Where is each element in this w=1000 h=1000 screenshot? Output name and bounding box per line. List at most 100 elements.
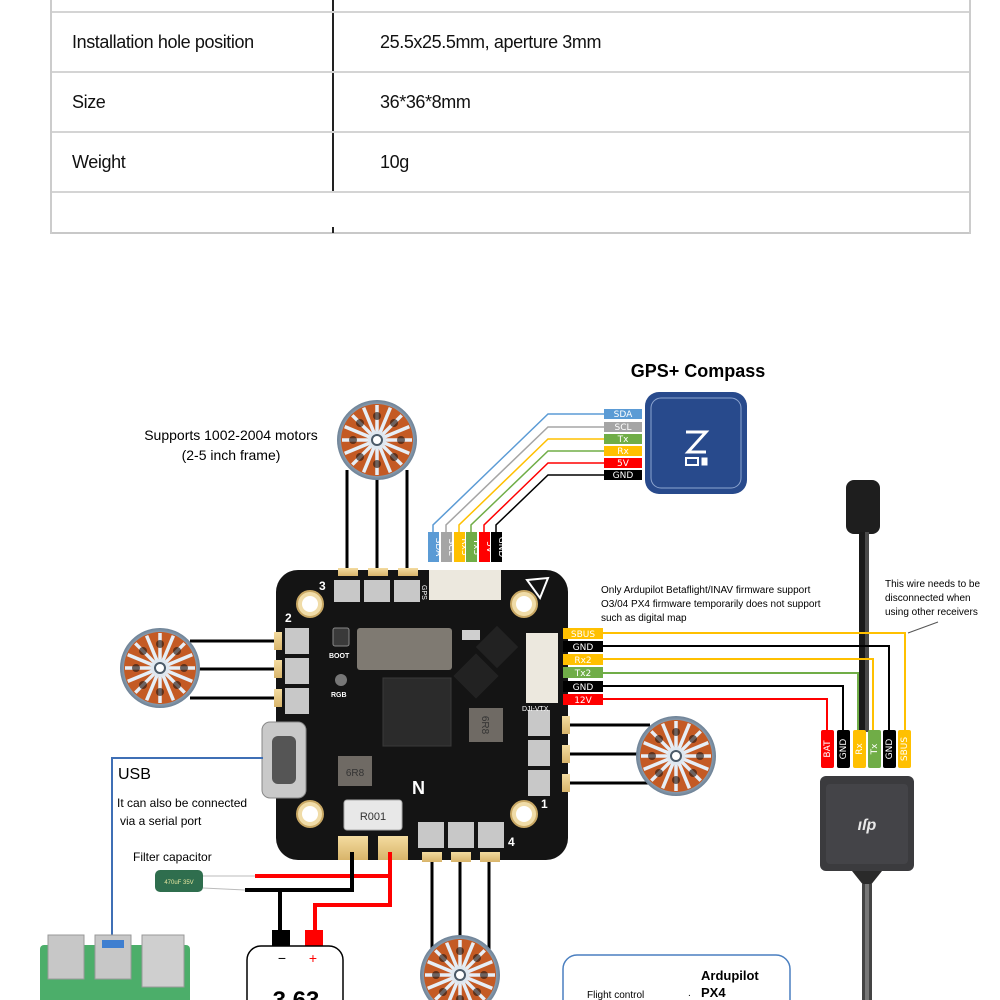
- spec-key: Installation hole position: [52, 13, 334, 71]
- usb-note-line2: via a serial port: [120, 814, 202, 828]
- spec-value: 36*36*8mm: [380, 91, 471, 112]
- silk-inductor: 6R8: [346, 768, 365, 779]
- ethernet-port[interactable]: [141, 934, 185, 988]
- gps-logo-icon: [684, 430, 710, 466]
- fc-pin-tx3: Tx3: [466, 532, 481, 562]
- motors-note-line2: (2-5 inch frame): [182, 447, 281, 463]
- gps-wire-tx3: [470, 450, 604, 532]
- spec-value: 25.5x25.5mm, aperture 3mm: [380, 31, 602, 52]
- pin-label: GND: [496, 537, 506, 558]
- fc-pin-rx3: Rx3: [454, 532, 469, 562]
- air-pin-bat: BAT: [821, 730, 834, 768]
- gps-wire-gnd: [495, 474, 604, 532]
- fc-pin-scl: SCL: [441, 532, 456, 562]
- gps-module-pins: SDA SCL Tx Rx 5V GND: [604, 409, 642, 481]
- shield-can: [357, 628, 452, 670]
- pin-label: SBUS: [900, 737, 910, 761]
- spec-key: Size: [52, 73, 334, 131]
- companion-computer-board: [40, 934, 190, 1000]
- air-pin-tx: Tx: [868, 730, 881, 768]
- firmware-note-line2: O3/04 PX4 firmware temporarily does not …: [601, 599, 821, 610]
- motor-2-icon: [118, 626, 202, 710]
- air-pin-sbus: SBUS: [898, 730, 911, 768]
- motor-number-4: 4: [508, 835, 515, 849]
- shunt-resistor: [343, 799, 403, 831]
- gps-module: [645, 392, 747, 494]
- gps-title: GPS+ Compass: [631, 361, 766, 381]
- silk-boot: BOOT: [329, 653, 350, 660]
- fc-gps-pins: SDA SCL Rx3 Tx3 5V GND: [428, 532, 506, 562]
- wire-note-line1: This wire needs to be: [885, 579, 980, 590]
- pin-label: Tx3: [471, 538, 481, 556]
- table-divider: [332, 227, 334, 233]
- legend-ardupilot: Ardupilot: [701, 968, 759, 983]
- power-wires: [245, 852, 392, 932]
- vtx-wire-gnd2: [603, 685, 844, 735]
- spec-row-header-stub: [52, 0, 969, 13]
- esc-mosfets: [285, 580, 550, 848]
- fc-pin-sda: SDA: [428, 532, 443, 562]
- motor-number-2: 2: [285, 611, 292, 625]
- silk-gps: GPS: [420, 585, 427, 600]
- firmware-note-line1: Only Ardupilot Betaflight/INAV firmware …: [601, 585, 811, 596]
- battery: − + 3.63: [246, 930, 344, 1000]
- capacitor-label: Filter capacitor: [133, 850, 212, 864]
- motor-number-3: 3: [319, 579, 326, 593]
- baro-chip: [462, 630, 480, 640]
- vtx-wire-12v: [603, 698, 828, 735]
- inductor: [469, 708, 503, 742]
- spec-key-cell: [52, 0, 334, 11]
- firmware-note-line3: such as digital map: [601, 613, 687, 624]
- pin-label: Tx2: [574, 669, 592, 679]
- motor-wires: [190, 470, 650, 950]
- silk-inductor: 6R8: [479, 716, 490, 735]
- air-pin-gnd2: GND: [883, 730, 896, 768]
- gps-pin-5v: 5V: [604, 458, 642, 469]
- pin-label: GND: [839, 739, 849, 760]
- pin-label: GND: [573, 643, 594, 653]
- motor-pads: [274, 568, 570, 862]
- silk-vtx: DJI-VTX: [522, 706, 549, 713]
- usb-c-port[interactable]: [261, 721, 307, 799]
- vtx-wire-gnd: [603, 645, 890, 735]
- air-unit-pins: BAT GND Rx Tx GND SBUS: [821, 730, 911, 768]
- gps-pin-tx: Tx: [604, 434, 642, 445]
- fc-vtx-pins: SBUS GND Rx2 Tx2 GND 12V: [563, 628, 603, 706]
- usb-a-port[interactable]: [47, 934, 85, 980]
- dji-logo-icon: ıſp: [858, 817, 877, 834]
- pin-label: GND: [885, 739, 895, 760]
- silk-rgb: RGB: [331, 692, 347, 699]
- pin-label: SBUS: [571, 630, 595, 640]
- vtx-connector: [526, 633, 558, 703]
- pin-label: Rx2: [574, 656, 591, 666]
- fc-pin-gnd: GND: [491, 532, 506, 562]
- silk-resistor: R001: [360, 811, 386, 823]
- boot-button[interactable]: [332, 627, 350, 647]
- battery-voltage: 3.63: [273, 987, 320, 1000]
- n-logo: N: [412, 778, 425, 798]
- legend-px4: PX4: [701, 985, 726, 1000]
- flight-controller-board: GPS DJI-VTX BOOT RGB 6R8 6R8 R001 N 3 2 …: [274, 568, 570, 862]
- spec-row: Size 36*36*8mm: [52, 73, 969, 133]
- firmware-legend-box: Flight control . Ardupilot PX4: [562, 954, 791, 1000]
- spec-table: Installation hole position 25.5x25.5mm, …: [50, 0, 971, 234]
- pin-label: Tx: [617, 435, 629, 445]
- gps-pin-sda: SDA: [604, 409, 642, 420]
- gps-pin-gnd: GND: [604, 470, 642, 481]
- gps-wires: [432, 413, 604, 532]
- gps-pin-rx: Rx: [604, 446, 642, 457]
- vtx-pin-gnd2: GND: [563, 681, 603, 693]
- gps-pin-scl: SCL: [604, 422, 642, 433]
- vtx-wire-sbus: [603, 632, 906, 735]
- vtx-pin-sbus: SBUS: [563, 628, 603, 640]
- vtx-pin-gnd: GND: [563, 641, 603, 653]
- legend-flight-control: Flight control: [587, 990, 644, 1000]
- vtx-pin-rx2: Rx2: [563, 654, 603, 666]
- wire-note-pointer: [907, 621, 939, 634]
- pin-label: GND: [613, 471, 634, 481]
- battery-negative-terminal: [272, 930, 290, 946]
- legend-dot: .: [688, 988, 691, 999]
- pin-label: GND: [573, 683, 594, 693]
- vtx-wire-tx2: [603, 672, 859, 735]
- usb-line: [111, 757, 263, 935]
